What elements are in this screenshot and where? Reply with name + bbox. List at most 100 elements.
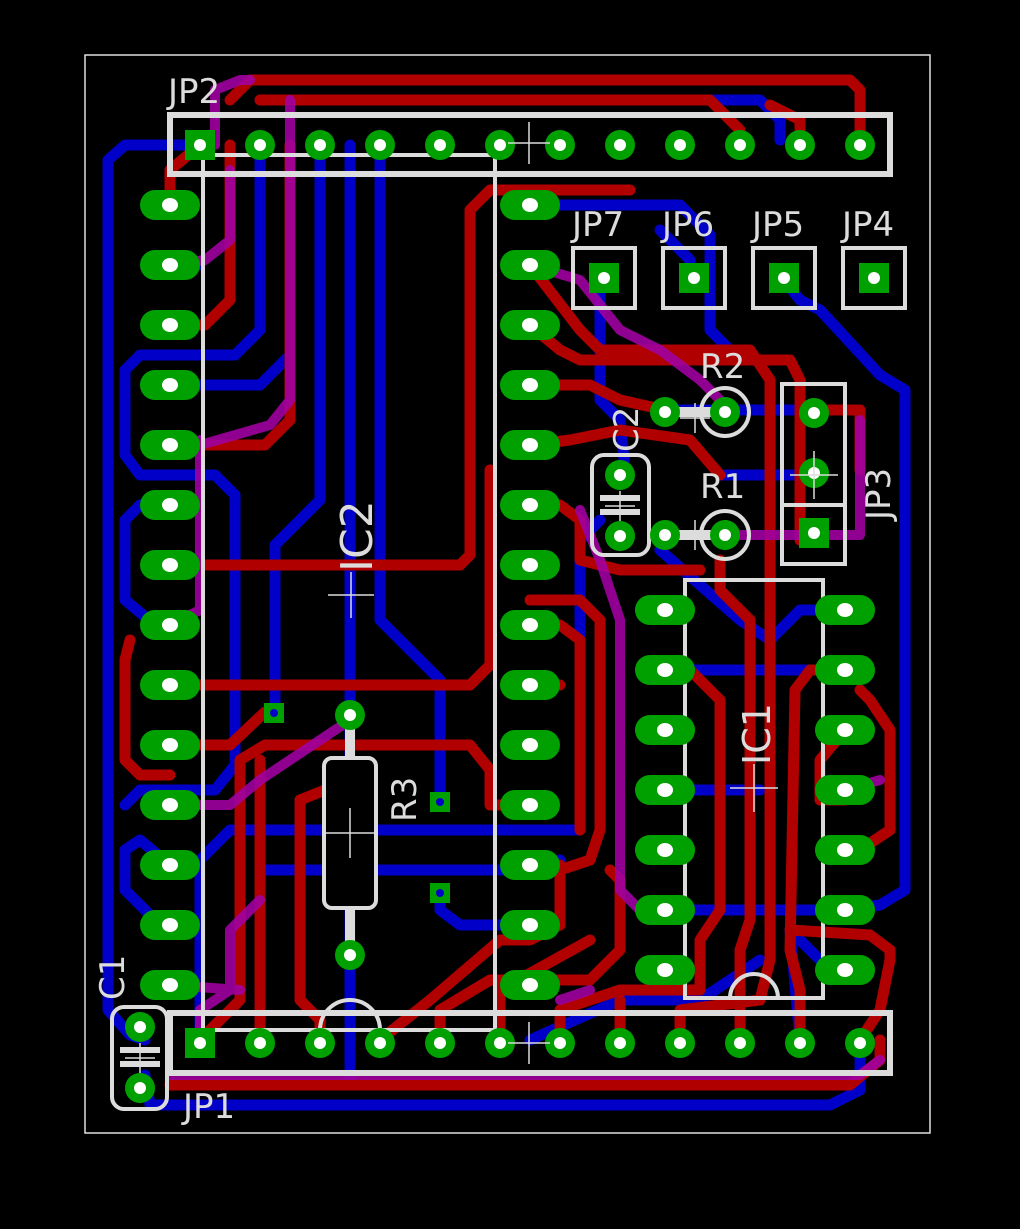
jp1-pin-8-drill	[614, 1037, 626, 1049]
ic1-label: IC1	[735, 703, 779, 765]
ic2-left-pin-6-drill	[162, 498, 178, 512]
jp5-outline	[751, 246, 817, 310]
ic2-label: IC2	[332, 500, 383, 572]
ic2-right-pin-7-drill	[522, 558, 538, 572]
ic2-left-pin-2-drill	[162, 258, 178, 272]
jp1-pin-11-drill	[794, 1037, 806, 1049]
jp2-pin-12-drill	[854, 139, 866, 151]
ic2-notch	[318, 998, 382, 1031]
r3-pin-2-drill	[344, 949, 356, 961]
via-1-hole	[270, 709, 278, 717]
ic1-right-pin-5-drill	[837, 843, 853, 857]
ic1-right-pin-6-drill	[837, 903, 853, 917]
ic2-left-pin-12-drill	[162, 858, 178, 872]
ic2-right-pin-10-drill	[522, 738, 538, 752]
jp1-pin-3-drill	[314, 1037, 326, 1049]
jp7-label: JP7	[570, 205, 624, 245]
jp2-pin-1-drill	[194, 139, 206, 151]
c2-pin-2-drill	[614, 530, 626, 542]
jp2-pin-11-drill	[794, 139, 806, 151]
jp2-pin-8-drill	[614, 139, 626, 151]
ic1-left-pin-3-drill	[657, 723, 673, 737]
ic2-left-pin-13-drill	[162, 918, 178, 932]
jp2-pin-5-drill	[434, 139, 446, 151]
jp2-pin-10-drill	[734, 139, 746, 151]
jp1-pin-12-drill	[854, 1037, 866, 1049]
jp2-label: JP2	[166, 72, 220, 112]
jp3-outline	[780, 382, 847, 566]
c1-pin-2-drill	[134, 1082, 146, 1094]
jp1-label: JP1	[181, 1087, 235, 1127]
ic2-left-pin-11-drill	[162, 798, 178, 812]
ic1-right-pin-7-drill	[837, 963, 853, 977]
ic2-right-pin-9-drill	[522, 678, 538, 692]
ic2-left-pin-5-drill	[162, 438, 178, 452]
jp2-pin-9-drill	[674, 139, 686, 151]
jp4-pin-drill	[868, 272, 880, 284]
ic2-right-pin-8-drill	[522, 618, 538, 632]
ic2-right-pin-5-drill	[522, 438, 538, 452]
ic2-right-pin-12-drill	[522, 858, 538, 872]
ic2-left-pin-7-drill	[162, 558, 178, 572]
jp1-pin-5-drill	[434, 1037, 446, 1049]
ic2-right-pin-13-drill	[522, 918, 538, 932]
ic2-left-pin-4-drill	[162, 378, 178, 392]
ic2-left-pin-9-drill	[162, 678, 178, 692]
r3-label: R3	[385, 777, 425, 822]
ic1-notch	[728, 972, 780, 999]
ic1-left-pin-4-drill	[657, 783, 673, 797]
ic2-right-pin-6-drill	[522, 498, 538, 512]
jp1-pin-6-drill	[494, 1037, 506, 1049]
ic2-left-pin-10-drill	[162, 738, 178, 752]
jp2-pin-6-drill	[494, 139, 506, 151]
r1-pin-1-drill	[659, 529, 671, 541]
ic2-right-pin-3-drill	[522, 318, 538, 332]
ic2-right-pin-14-drill	[522, 978, 538, 992]
jp6-outline	[661, 246, 727, 310]
jp1-pin-1-drill	[194, 1037, 206, 1049]
c2-label: C2	[607, 407, 647, 452]
pads	[125, 130, 889, 1103]
r2-pin-1-drill	[659, 406, 671, 418]
r1-label: R1	[700, 467, 745, 507]
ic1-right-pin-1-drill	[837, 603, 853, 617]
r1-pin-2-drill	[719, 529, 731, 541]
origin-marks	[125, 122, 838, 1073]
jp2-pin-3-drill	[314, 139, 326, 151]
ic2-right-pin-4-drill	[522, 378, 538, 392]
jp4-outline	[841, 246, 907, 310]
jp5-label: JP5	[750, 205, 804, 245]
c1-label: C1	[93, 955, 133, 1000]
jp1-outline	[167, 1010, 893, 1076]
ic2-left-pin-8-drill	[162, 618, 178, 632]
via-3-hole	[436, 889, 444, 897]
jp2-pin-7-drill	[554, 139, 566, 151]
c1-outline	[110, 1005, 169, 1111]
jp2-outline	[167, 112, 893, 177]
ic2-right-pin-11-drill	[522, 798, 538, 812]
ic1-right-pin-4-drill	[837, 783, 853, 797]
ic1-left-pin-1-drill	[657, 603, 673, 617]
jp1-pin-7-drill	[554, 1037, 566, 1049]
ic2-left-pin-14-drill	[162, 978, 178, 992]
jp3-pin-1-drill	[808, 407, 820, 419]
ic1-left-pin-2-drill	[657, 663, 673, 677]
jp7-outline	[571, 246, 637, 310]
jp6-pin-drill	[688, 272, 700, 284]
jp3-pin-3-drill	[808, 527, 820, 539]
c1-pin-1-drill	[134, 1021, 146, 1033]
ic2-right-pin-2-drill	[522, 258, 538, 272]
board-outline	[84, 54, 931, 1134]
r2-pin-2-drill	[719, 406, 731, 418]
jp4-label: JP4	[840, 205, 894, 245]
via-2-hole	[436, 798, 444, 806]
ic2-left-pin-1-drill	[162, 198, 178, 212]
ic1-right-pin-2-drill	[837, 663, 853, 677]
r2-label: R2	[700, 347, 745, 387]
ic2-left-pin-3-drill	[162, 318, 178, 332]
ic2-outline	[201, 153, 497, 1032]
ic1-right-pin-3-drill	[837, 723, 853, 737]
ic1-left-pin-5-drill	[657, 843, 673, 857]
c2-pin-1-drill	[614, 469, 626, 481]
